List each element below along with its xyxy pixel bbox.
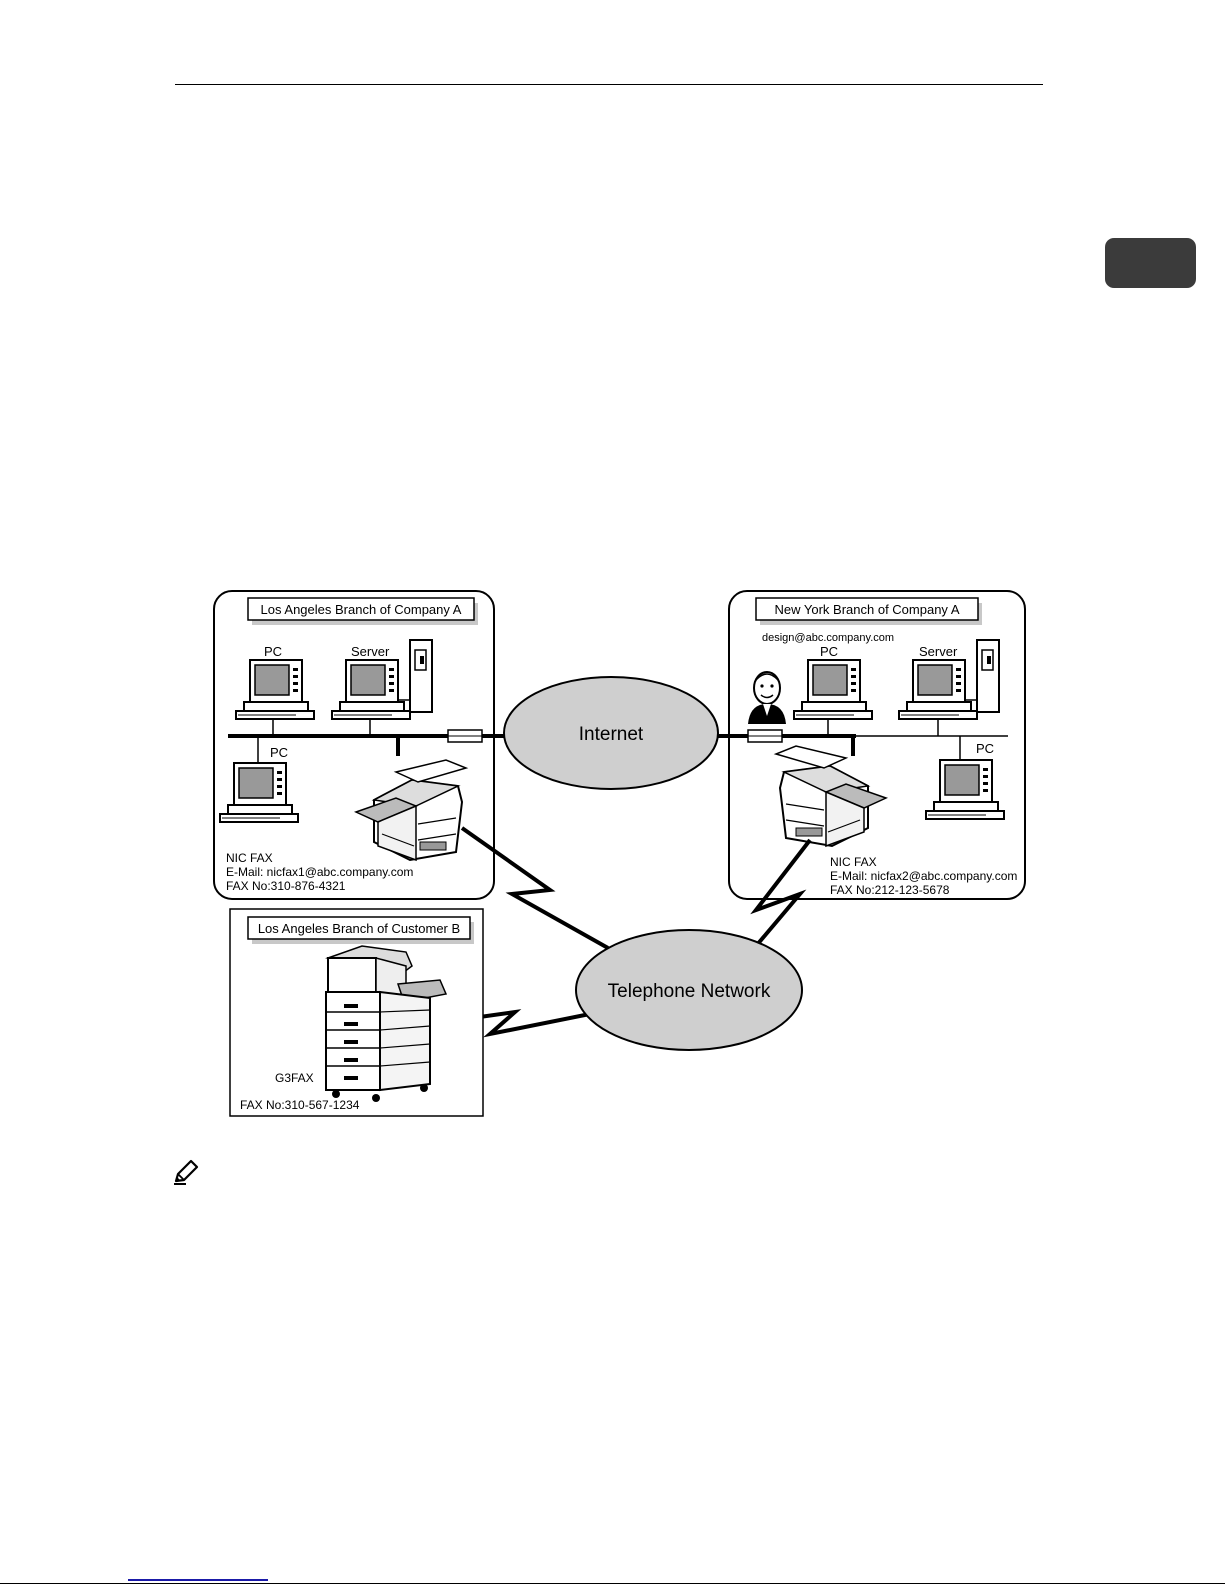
lan-connections <box>228 729 1008 743</box>
footer-rule <box>0 1583 1225 1584</box>
la-company-a-panel: Los Angeles Branch of Company A PC Serve… <box>213 590 495 900</box>
la-company-a-title: Los Angeles Branch of Company A <box>261 602 462 617</box>
telephone-network-label: Telephone Network <box>608 981 771 1002</box>
internet-cloud: Internet <box>503 676 719 790</box>
la-customer-b-title: Los Angeles Branch of Customer B <box>258 921 460 936</box>
la-customer-b-device-name: G3FAX <box>275 1071 314 1085</box>
header-rule <box>175 84 1043 85</box>
la-company-a-fax-number: FAX No:310-876-4321 <box>226 879 346 893</box>
la-company-a-pc1-label: PC <box>264 644 282 659</box>
ny-company-a-title: New York Branch of Company A <box>775 602 960 617</box>
ny-company-a-pc1-label: PC <box>820 644 838 659</box>
server-icon <box>976 639 1000 713</box>
footer-link-underline[interactable] <box>128 1579 268 1581</box>
internet-label: Internet <box>579 724 644 745</box>
la-company-a-server-label: Server <box>351 644 390 659</box>
fax-machine-icon <box>325 945 448 1102</box>
person-icon <box>748 671 786 724</box>
ny-company-a-panel: New York Branch of Company A design@abc.… <box>728 590 1026 900</box>
la-company-a-device-name: NIC FAX <box>226 851 273 865</box>
telephone-network-cloud: Telephone Network <box>575 929 803 1051</box>
la-customer-b-panel: Los Angeles Branch of Customer B <box>229 908 484 1117</box>
ny-company-a-device-name: NIC FAX <box>830 855 877 869</box>
chapter-tab[interactable] <box>1105 238 1196 288</box>
la-company-a-pc2-label: PC <box>270 745 288 760</box>
server-icon <box>409 639 433 713</box>
la-company-a-email: E-Mail: nicfax1@abc.company.com <box>226 865 413 879</box>
pencil-note-icon <box>174 1159 199 1185</box>
ny-company-a-pc2-label: PC <box>976 741 994 756</box>
ny-company-a-email: E-Mail: nicfax2@abc.company.com <box>830 869 1017 883</box>
ny-company-a-user-email: design@abc.company.com <box>762 632 894 644</box>
ny-company-a-server-label: Server <box>919 644 958 659</box>
la-customer-b-fax-number: FAX No:310-567-1234 <box>240 1098 360 1112</box>
ny-company-a-fax-number: FAX No:212-123-5678 <box>830 883 950 897</box>
